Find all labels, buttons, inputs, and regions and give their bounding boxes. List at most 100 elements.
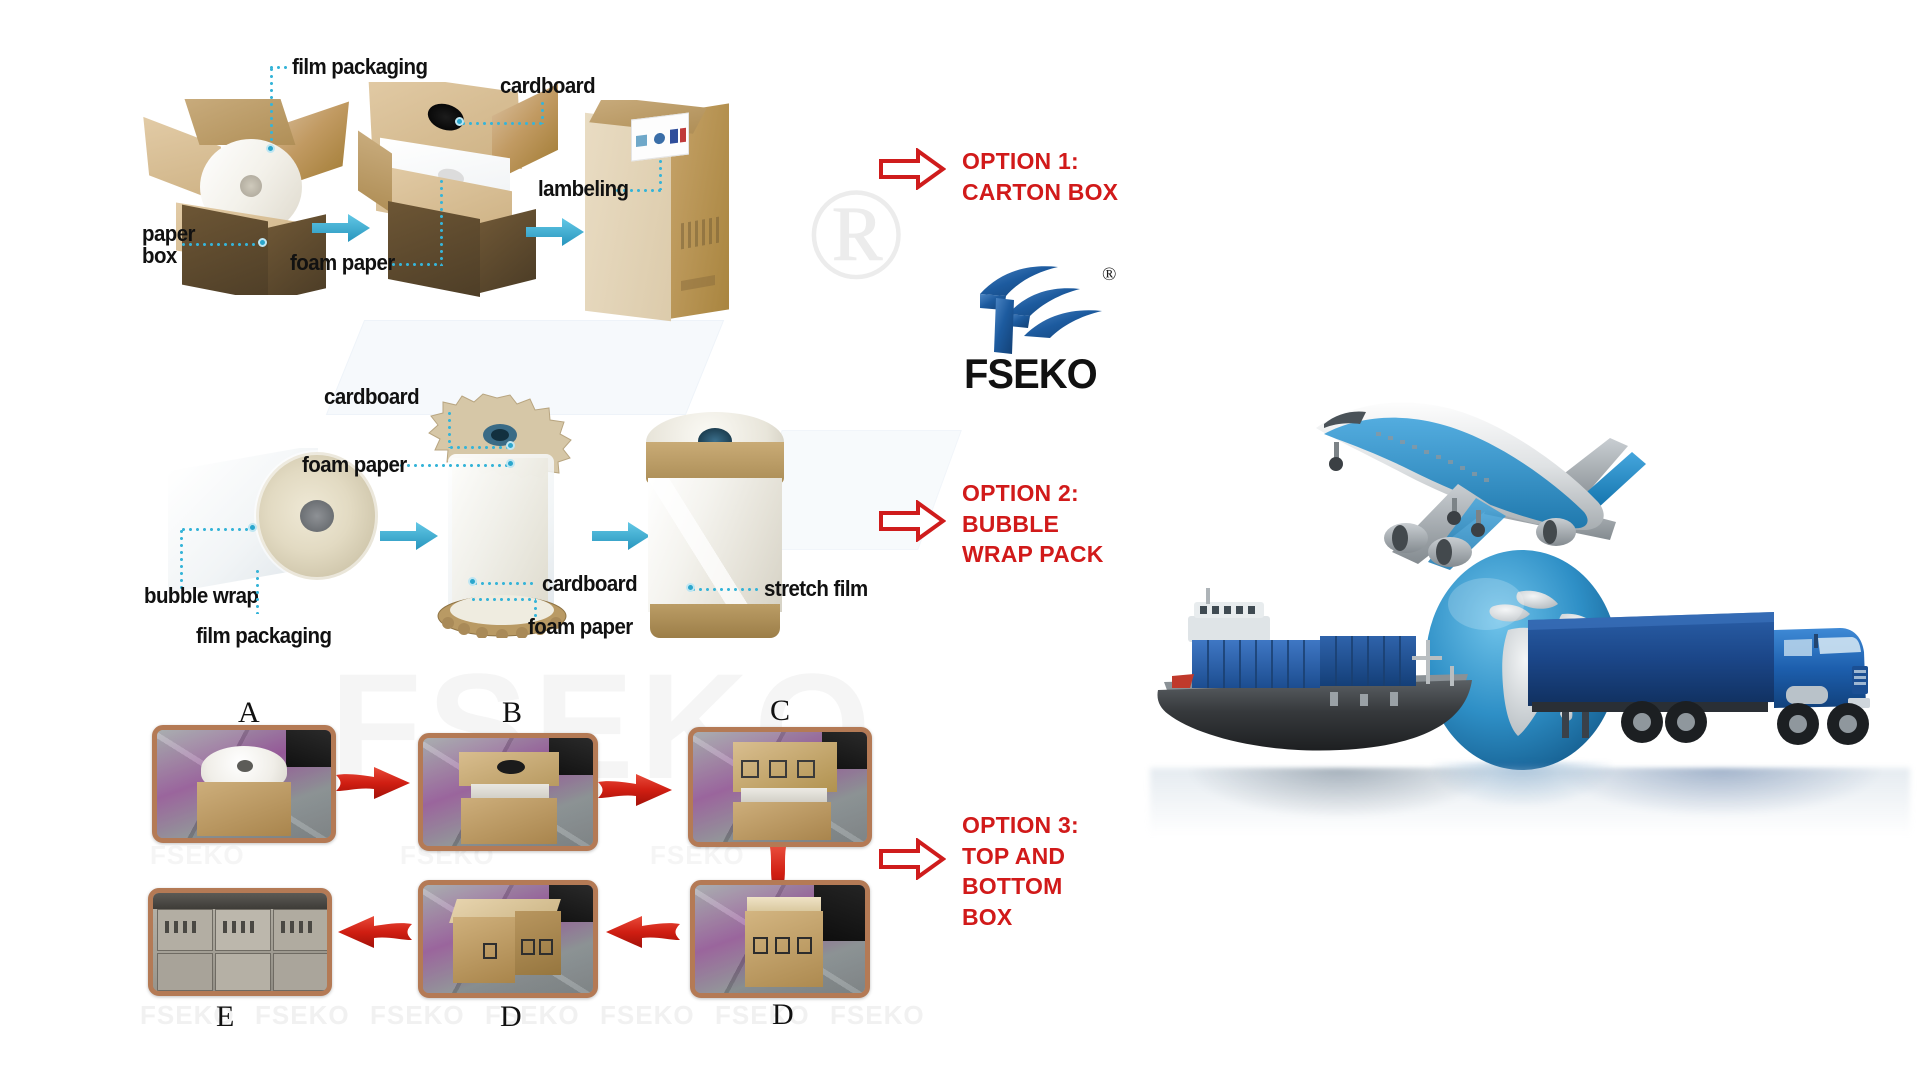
step-photo-b bbox=[418, 733, 598, 851]
flow-arrow-cyan bbox=[524, 216, 586, 253]
step-letter-c: C bbox=[770, 694, 792, 727]
leader-lambeling-h bbox=[614, 189, 662, 192]
leader-bubble-wrap-v bbox=[180, 528, 183, 590]
box-flap-back bbox=[184, 99, 296, 145]
label-film-packaging-2: film packaging bbox=[196, 623, 332, 648]
leader-endpoint bbox=[266, 144, 275, 153]
carton-top-face bbox=[747, 897, 821, 913]
roll-core bbox=[237, 760, 253, 772]
cardboard-base-ring bbox=[437, 595, 567, 638]
handling-symbol bbox=[753, 937, 768, 954]
label-cardboard-mid: cardboard bbox=[542, 571, 638, 596]
leader-endpoint bbox=[506, 441, 515, 450]
photo-wrapped-roll-side bbox=[168, 448, 386, 596]
fseko-mark-icon: ® bbox=[980, 264, 1116, 354]
stacked-carton bbox=[215, 953, 271, 991]
label-bubble-wrap: bubble wrap bbox=[144, 583, 259, 608]
leader-lambeling-v bbox=[659, 158, 662, 190]
flow-arrow-cyan bbox=[310, 212, 372, 249]
flow-arrow-red bbox=[334, 763, 412, 808]
label-film-packaging: film packaging bbox=[292, 54, 428, 79]
leader-foam-paper-mid-h bbox=[470, 598, 536, 601]
stretch-film-sheen bbox=[648, 478, 782, 612]
watermark-tile: FSEKO bbox=[150, 840, 245, 870]
option-3-text: OPTION 3: TOP AND BOTTOM BOX bbox=[962, 812, 1079, 930]
leader-foam-paper-h bbox=[390, 263, 442, 266]
roll-body bbox=[452, 458, 548, 612]
step-photo-e bbox=[148, 888, 332, 996]
option-2-text: OPTION 2: BUBBLE WRAP PACK bbox=[962, 480, 1104, 568]
leader-endpoint bbox=[686, 583, 695, 592]
leader-foam-paper-mid-v bbox=[534, 598, 537, 620]
cardboard-collar-top bbox=[646, 442, 784, 484]
watermark-tile: FSEKO bbox=[830, 1000, 925, 1030]
roll-core bbox=[240, 175, 262, 197]
label-cardboard: cardboard bbox=[500, 73, 596, 98]
fseko-wordmark: FSEKO bbox=[964, 350, 1098, 397]
photo-upright-roll-with-cardboard bbox=[400, 392, 600, 642]
handling-symbol bbox=[797, 760, 815, 778]
label-cardboard-top: cardboard bbox=[324, 384, 420, 409]
label-foam-paper-mid: foam paper bbox=[528, 614, 633, 639]
handling-symbol bbox=[769, 760, 787, 778]
watermark-tile: FSEKO bbox=[600, 1000, 695, 1030]
label-mark-2 bbox=[654, 132, 665, 145]
stacked-carton bbox=[273, 953, 327, 991]
leader-film-packaging-v bbox=[256, 568, 259, 614]
top-box bbox=[733, 742, 837, 792]
photo-open-box-with-roll bbox=[140, 95, 355, 295]
leader-endpoint bbox=[258, 238, 267, 247]
ground-reflection bbox=[1150, 768, 1910, 842]
stacked-carton bbox=[157, 953, 213, 991]
leader-endpoint bbox=[468, 577, 477, 586]
ship-reflection bbox=[1190, 768, 1490, 818]
leader-endpoint bbox=[248, 523, 257, 532]
stack-top-shadow bbox=[153, 893, 327, 909]
leader-film-packaging-h bbox=[268, 66, 290, 69]
step-photo-d2 bbox=[690, 880, 870, 998]
bottom-carton bbox=[461, 798, 557, 844]
option-2-arrow bbox=[878, 499, 947, 547]
leader-paper-box-h bbox=[180, 243, 260, 246]
roll-band bbox=[741, 788, 827, 806]
step-letter-b: B bbox=[502, 696, 524, 729]
bubble-wrap-ring bbox=[254, 450, 380, 582]
step-photo-d bbox=[418, 880, 598, 998]
carton-marking bbox=[165, 921, 201, 933]
photo-stretch-wrapped-roll bbox=[630, 412, 810, 642]
semi-truck-icon bbox=[1528, 612, 1870, 745]
flow-arrow-red-left bbox=[336, 912, 414, 957]
label-foam-paper-top: foam paper bbox=[302, 452, 407, 477]
step-photo-a bbox=[152, 725, 336, 843]
handling-symbol bbox=[539, 939, 553, 955]
handling-symbol bbox=[797, 937, 812, 954]
carton-marking bbox=[223, 921, 259, 933]
globe-reflection bbox=[1432, 762, 1612, 806]
step-letter-d: D bbox=[500, 1000, 523, 1033]
cap-hole bbox=[497, 760, 525, 774]
carton-marking bbox=[281, 921, 317, 933]
fseko-logo: ® FSEKO bbox=[962, 258, 1134, 398]
leader-cardboard-v bbox=[541, 100, 544, 124]
label-stretch-film: stretch film bbox=[764, 576, 868, 601]
top-cap-box bbox=[459, 752, 559, 786]
label-mark-1 bbox=[636, 134, 647, 147]
step-photo-c bbox=[688, 727, 872, 847]
step-letter-d2: D bbox=[772, 998, 795, 1031]
svg-text:®: ® bbox=[1102, 264, 1116, 285]
watermark-tile: FSEKO bbox=[370, 1000, 465, 1030]
dark-background-corner bbox=[285, 730, 331, 767]
label-mark-4 bbox=[680, 127, 686, 143]
truck-reflection bbox=[1560, 768, 1880, 816]
globe-icon bbox=[1426, 550, 1618, 770]
leader-cardboard-top-h bbox=[448, 446, 510, 449]
bottom-carton bbox=[733, 802, 831, 840]
option-3-arrow bbox=[878, 837, 947, 885]
cargo-ship-icon bbox=[1157, 588, 1472, 751]
cardboard-collar-bottom bbox=[650, 604, 780, 638]
leader-foam-paper-top-h bbox=[398, 464, 510, 467]
handling-symbol bbox=[483, 943, 497, 959]
carton-front-face bbox=[745, 911, 823, 987]
label-mark-3 bbox=[670, 128, 678, 144]
